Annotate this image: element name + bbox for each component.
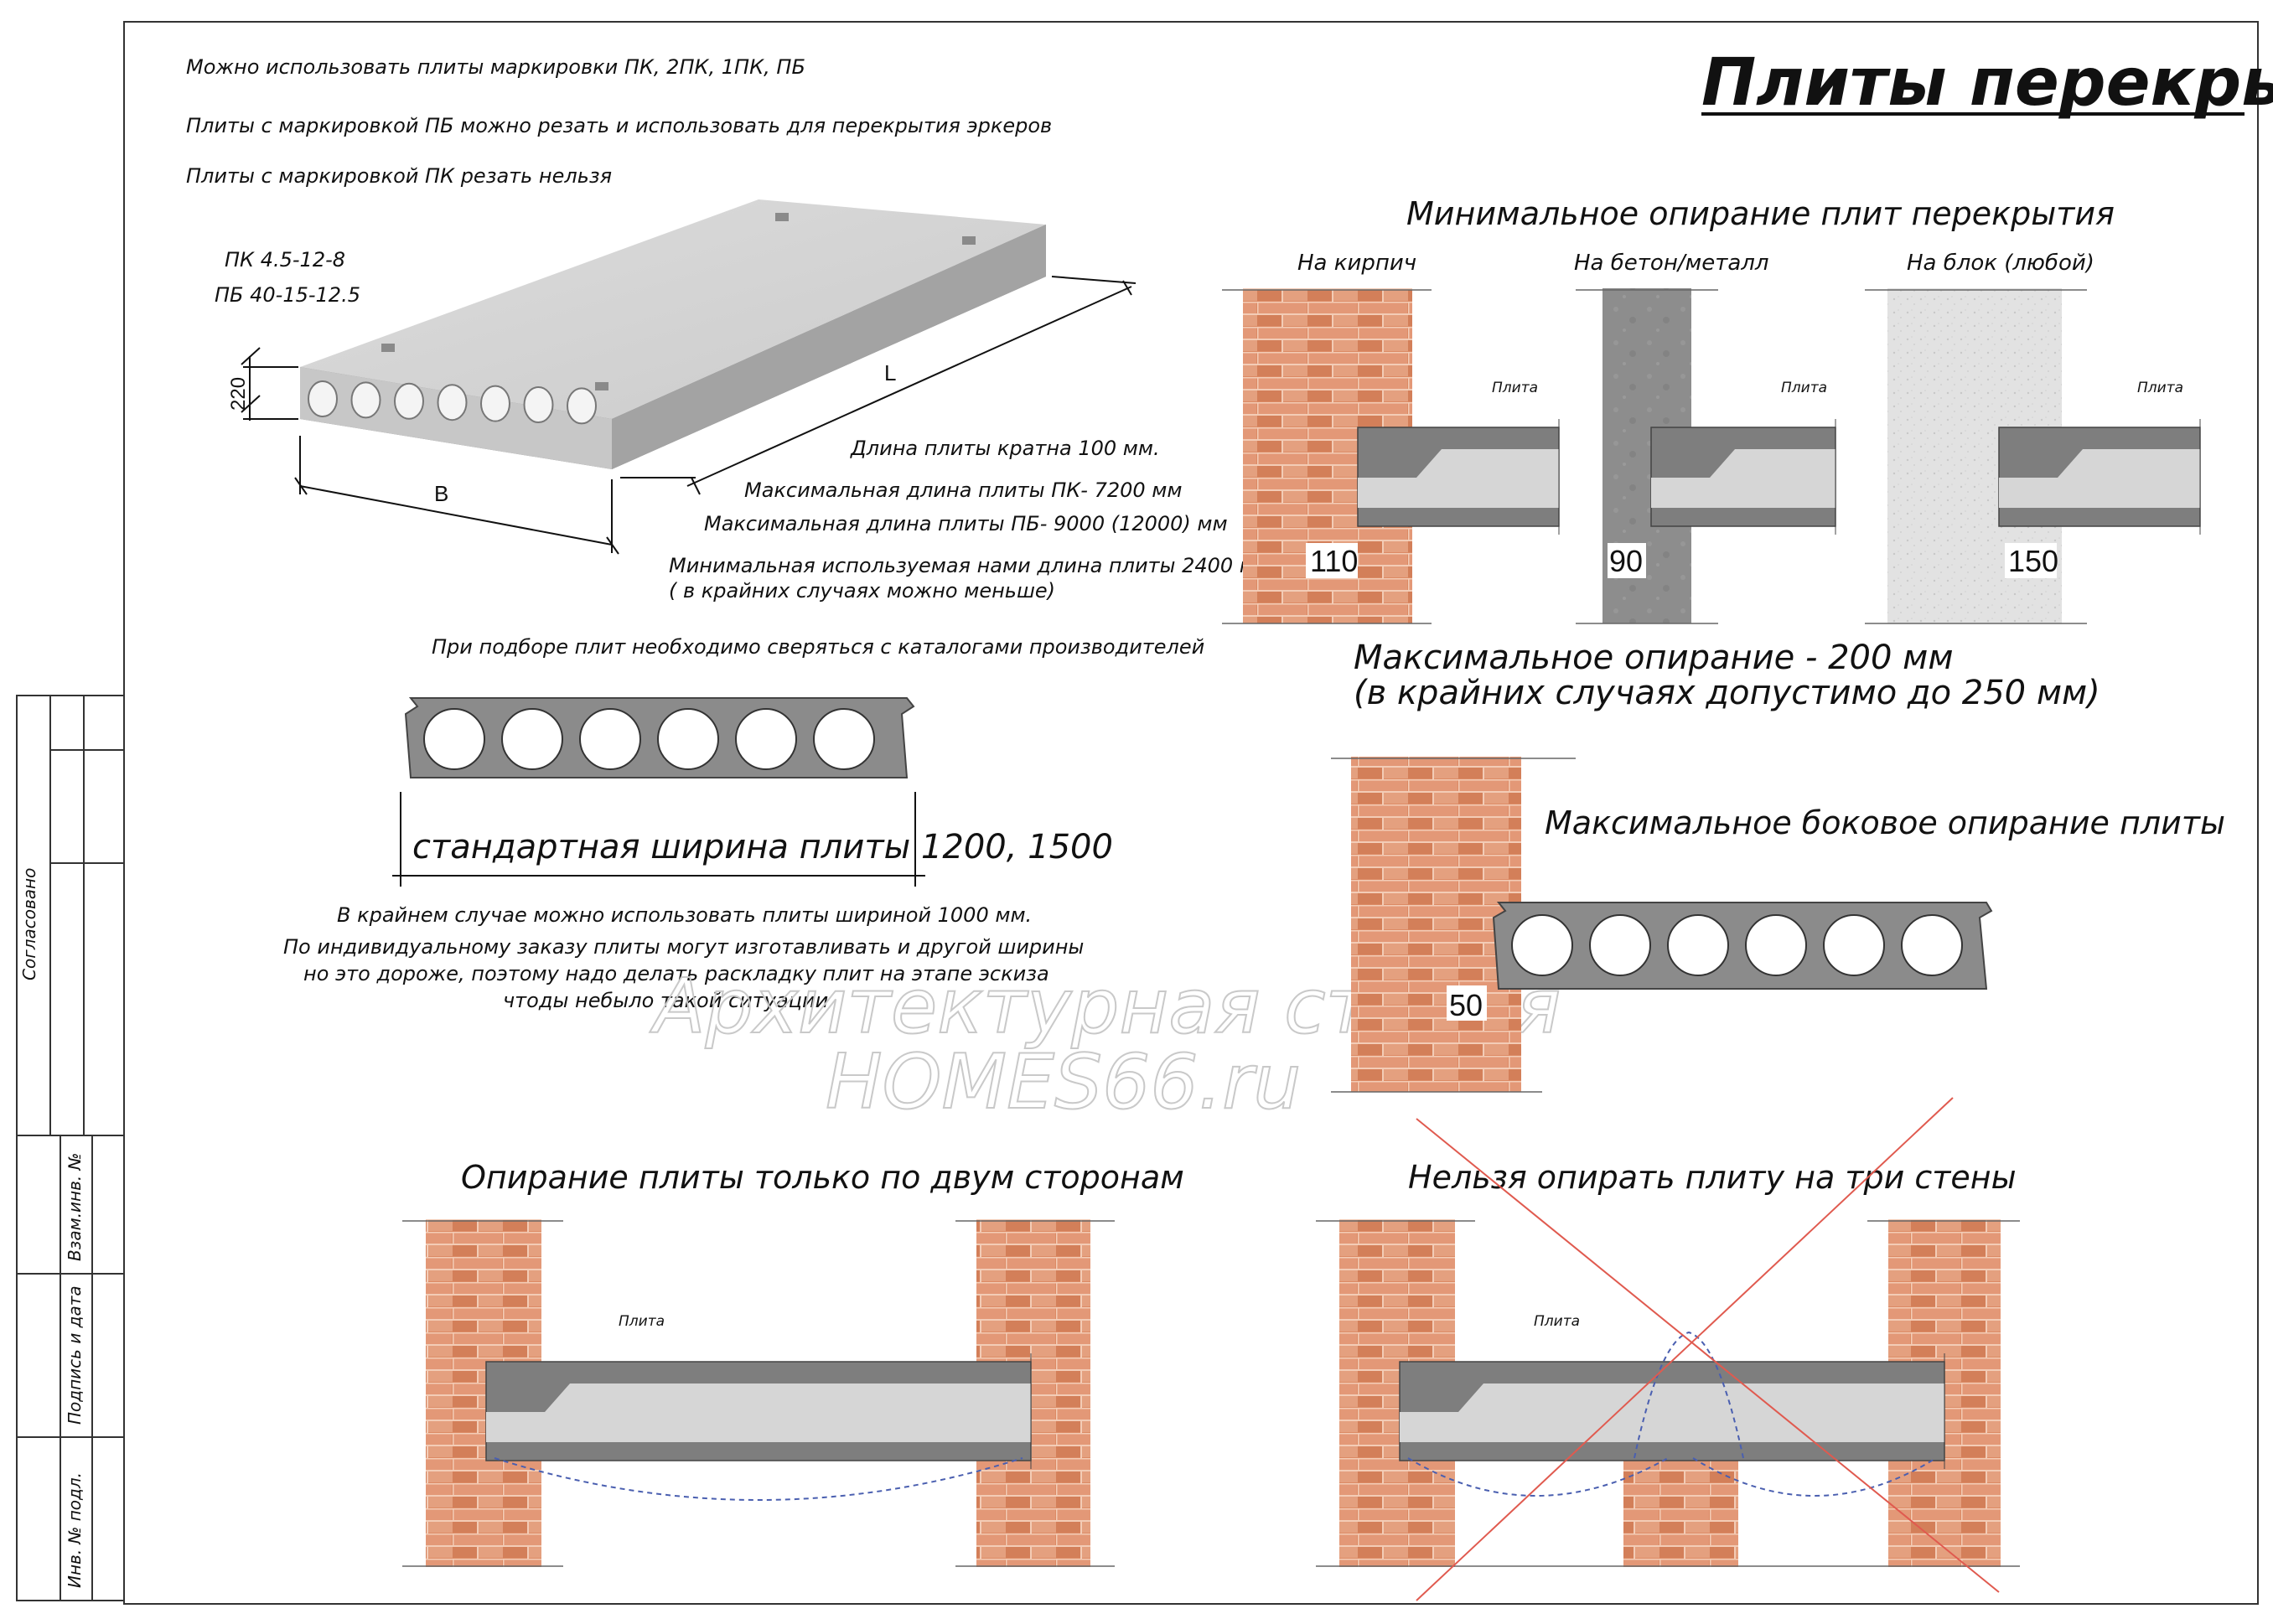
page-title: Плиты перекрытия <box>1701 45 2273 121</box>
three-walls-detail <box>1316 1097 2020 1601</box>
catalog-note: При подборе плит необходимо сверяться с … <box>432 635 1204 659</box>
case-block-value: 150 <box>2008 544 2058 578</box>
case-block-detail <box>1865 288 2201 624</box>
stamp-sign-date: Подпись и дата <box>65 1285 85 1425</box>
dim-height: 220 <box>227 377 250 411</box>
std-width-dim <box>392 792 925 887</box>
slab-mark-pb: ПБ 40-15-12.5 <box>215 283 360 307</box>
width-note-3: но это дороже, поэтому надо делать раскл… <box>303 962 1049 985</box>
note-marks: Можно использовать плиты маркировки ПК, … <box>186 55 805 79</box>
std-width-label: стандартная ширина плиты 1200, 1500 <box>412 828 1113 866</box>
case-brick-label: На кирпич <box>1297 251 1416 276</box>
case-concrete-slab-label: Плита <box>1781 380 1827 396</box>
len-note-4: Минимальная используемая нами длина плит… <box>669 554 1270 577</box>
len-note-2: Максимальная длина плиты ПК- 7200 мм <box>744 478 1183 502</box>
len-note-3: Максимальная длина плиты ПБ- 9000 (12000… <box>704 512 1228 535</box>
stamp-block <box>16 695 125 1601</box>
case-concrete-value: 90 <box>1609 544 1643 578</box>
three-walls-heading: Нельзя опирать плиту на три стены <box>1408 1159 2017 1196</box>
max-support-line-2: (в крайних случаях допустимо до 250 мм) <box>1354 674 2100 712</box>
slab-mark-pk: ПК 4.5-12-8 <box>225 248 345 272</box>
slab-section <box>404 697 915 778</box>
three-walls-slab-label: Плита <box>1534 1313 1580 1330</box>
stamp-replace-inv: Взам.инв. № <box>65 1153 85 1261</box>
width-note-2: По индивидуальному заказу плиты могут из… <box>283 935 1084 959</box>
stamp-agreed: Согласовано <box>19 868 39 980</box>
note-pk-nocut: Плиты с маркировкой ПК резать нельзя <box>186 164 612 188</box>
two-sides-slab-label: Плита <box>619 1313 665 1330</box>
case-brick-detail <box>1222 288 1560 624</box>
slab-3d <box>300 199 1046 469</box>
two-sides-heading: Опирание плиты только по двум сторонам <box>461 1159 1184 1196</box>
watermark-line-2: HOMES66.ru <box>826 1038 1301 1126</box>
case-block-slab-label: Плита <box>2137 380 2183 396</box>
case-brick-slab-label: Плита <box>1492 380 1538 396</box>
width-note-1: В крайнем случае можно использовать плит… <box>337 903 1032 927</box>
max-support-line-1: Максимальное опирание - 200 мм <box>1354 639 1954 677</box>
case-concrete-label: На бетон/металл <box>1574 251 1769 276</box>
note-pb-cut: Плиты с маркировкой ПБ можно резать и ис… <box>186 114 1052 137</box>
case-block-label: На блок (любой) <box>1907 251 2094 276</box>
case-brick-value: 110 <box>1310 544 1358 578</box>
dim-length: L <box>884 360 896 385</box>
case-concrete-detail <box>1576 288 1836 624</box>
side-support-heading: Максимальное боковое опирание плиты <box>1545 804 2225 841</box>
stamp-orig-inv: Инв. № подл. <box>65 1472 85 1588</box>
len-note-1: Длина плиты кратна 100 мм. <box>850 437 1160 460</box>
min-support-heading: Минимальное опирание плит перекрытия <box>1406 195 2115 232</box>
side-support-detail <box>1331 757 1993 1093</box>
width-note-4: чтоды небыло такой ситуации <box>503 989 828 1012</box>
side-support-value: 50 <box>1449 988 1483 1022</box>
two-sides-detail <box>402 1219 1115 1567</box>
slab-dimensions <box>241 276 1136 555</box>
dim-width: B <box>434 481 448 506</box>
len-note-5: ( в крайних случаях можно меньше) <box>669 579 1055 603</box>
